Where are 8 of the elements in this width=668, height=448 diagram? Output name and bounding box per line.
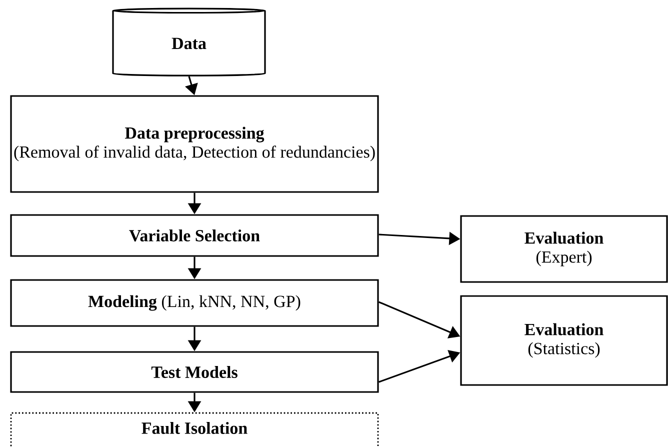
evaluation-box: Evaluation (Statistics) (460, 295, 668, 386)
database-cylinder: Data (112, 8, 266, 76)
process-box: Modeling (Lin, kNN, NN, GP) (10, 279, 379, 327)
process-box: Variable Selection (10, 214, 379, 257)
evaluation-box: Evaluation (Expert) (460, 215, 668, 283)
process-box: Test Models (10, 351, 379, 393)
process-box: Fault Isolation (10, 412, 379, 448)
process-box: Data preprocessing (Removal of invalid data, Detection of redundancies) (10, 95, 379, 193)
